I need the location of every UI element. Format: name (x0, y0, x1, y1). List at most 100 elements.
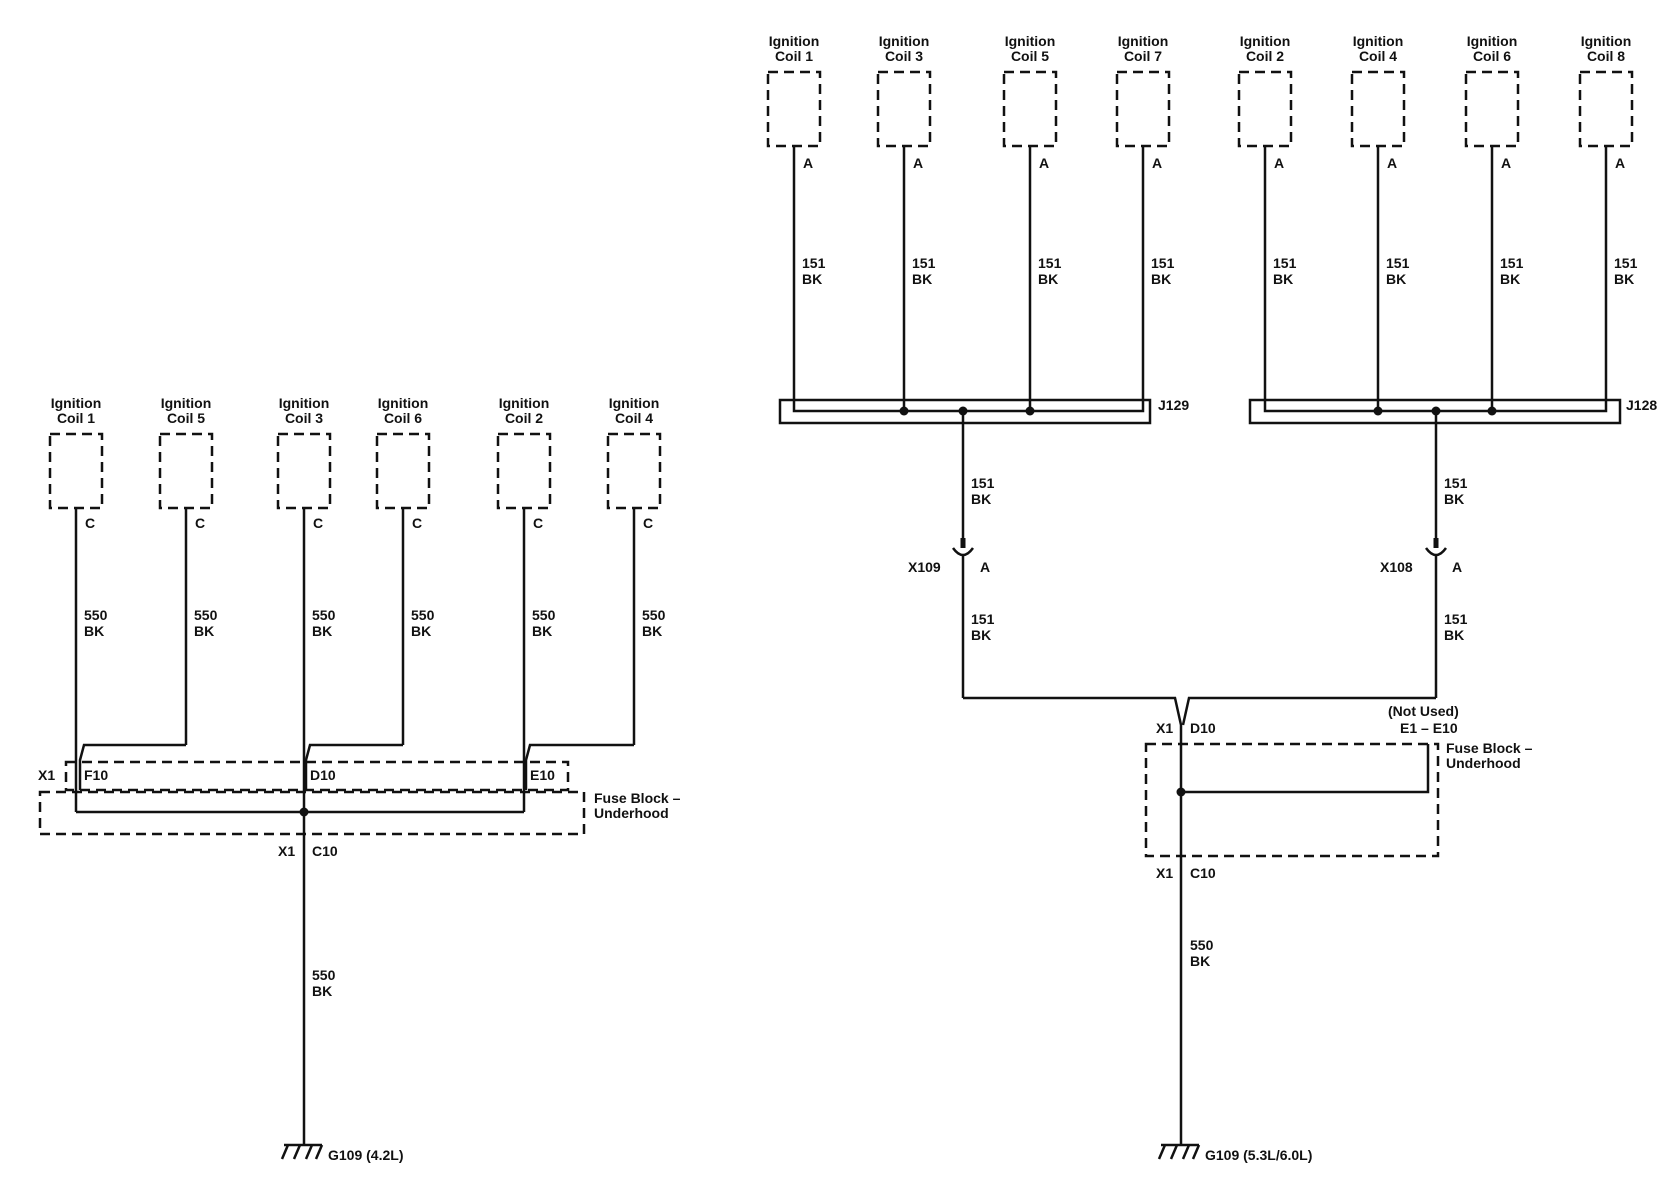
connector-x1 (64, 760, 570, 792)
circuit-number: 550 (411, 607, 435, 623)
wire-color: BK (971, 491, 991, 507)
pin-label: A (1039, 155, 1049, 171)
splice-label: J129 (1158, 397, 1189, 413)
pin-label: C (195, 515, 205, 531)
fuse-block-label: Fuse Block – (594, 790, 681, 806)
circuit-number: 151 (912, 255, 936, 271)
fuse-block-label: Underhood (594, 805, 669, 821)
wire-color: BK (1190, 953, 1210, 969)
coil-label: Ignition (279, 395, 330, 411)
connector-label: X1 (1156, 720, 1173, 736)
splice-dot (1373, 406, 1383, 416)
circuit-number: 550 (532, 607, 556, 623)
wire-color: BK (1386, 271, 1406, 287)
pin-label: A (803, 155, 813, 171)
inline-connector-x109 (951, 538, 975, 557)
splice-pack-j129 (778, 398, 1152, 425)
pin-label: C (643, 515, 653, 531)
connector-label: X1 (38, 767, 55, 783)
wire (1181, 696, 1436, 726)
splice-dot (1487, 406, 1497, 416)
inline-connector-x108 (1424, 538, 1448, 557)
pin-label: C (85, 515, 95, 531)
wire-color: BK (642, 623, 662, 639)
splice-dot (299, 807, 309, 817)
circuit-number: 151 (1614, 255, 1638, 271)
wire-color: BK (1444, 491, 1464, 507)
circuit-number: 550 (1190, 937, 1214, 953)
splice-dot (1025, 406, 1035, 416)
pin-label: A (1152, 155, 1162, 171)
wire-color: BK (194, 623, 214, 639)
circuit-number: 151 (802, 255, 826, 271)
fuse-block-label: Underhood (1446, 755, 1521, 771)
coil-label: Ignition (1005, 33, 1056, 49)
coil-label: Coil 2 (505, 410, 543, 426)
coil-label: Coil 7 (1124, 48, 1162, 64)
ground-label: G109 (5.3L/6.0L) (1205, 1147, 1312, 1163)
coil-label: Ignition (1240, 33, 1291, 49)
coil-label: Coil 4 (1359, 48, 1397, 64)
wire-color: BK (411, 623, 431, 639)
bus-wire (1181, 744, 1430, 794)
coil-label: Coil 4 (615, 410, 653, 426)
cavity-range-label: E1 – E10 (1400, 720, 1458, 736)
splice-dot (899, 406, 909, 416)
wire-color: BK (1500, 271, 1520, 287)
pin-label: A (1387, 155, 1397, 171)
coil-label: Ignition (1118, 33, 1169, 49)
wire-color: BK (84, 623, 104, 639)
wire-color: BK (1444, 627, 1464, 643)
coil-label: Ignition (769, 33, 820, 49)
coil-label: Ignition (499, 395, 550, 411)
wire-color: BK (971, 627, 991, 643)
coil-label: Coil 5 (1011, 48, 1049, 64)
pin-label: A (1615, 155, 1625, 171)
cavity-label: D10 (1190, 720, 1216, 736)
ignition-coil-box (1002, 70, 1058, 148)
coil-label: Ignition (51, 395, 102, 411)
connector-label: X1 (278, 843, 295, 859)
ignition-coil-box (1350, 70, 1406, 148)
wire-color: BK (1614, 271, 1634, 287)
coil-label: Coil 2 (1246, 48, 1284, 64)
coil-label: Ignition (1353, 33, 1404, 49)
coil-label: Coil 5 (167, 410, 205, 426)
coil-label: Coil 3 (285, 410, 323, 426)
coil-label: Ignition (879, 33, 930, 49)
connector-label: X109 (908, 559, 941, 575)
coil-label: Ignition (1467, 33, 1518, 49)
circuit-number: 550 (194, 607, 218, 623)
circuit-number: 550 (312, 607, 336, 623)
ground-icon (1157, 1143, 1201, 1160)
ignition-coil-box (276, 432, 332, 510)
cavity-label: D10 (310, 767, 336, 783)
coil-label: Ignition (1581, 33, 1632, 49)
wire-color: BK (802, 271, 822, 287)
fuse-block-underhood (38, 790, 586, 836)
circuit-number: 550 (84, 607, 108, 623)
pin-label: C (412, 515, 422, 531)
connector-label: X108 (1380, 559, 1413, 575)
right-diagram: Ignition Coil 1 Ignition Coil 3 Ignition… (766, 33, 1657, 1163)
wire (78, 743, 186, 790)
pin-label: C (313, 515, 323, 531)
wire-color: BK (1038, 271, 1058, 287)
ground-label: G109 (4.2L) (328, 1147, 403, 1163)
wire (963, 696, 1183, 1145)
left-diagram: Ignition Coil 1 Ignition Coil 5 Ignition… (38, 395, 681, 1163)
ignition-coil-box (158, 432, 214, 510)
pin-label: A (980, 559, 990, 575)
wire (304, 743, 403, 790)
ignition-coil-box (1115, 70, 1171, 148)
pin-label: A (1501, 155, 1511, 171)
wire-color: BK (912, 271, 932, 287)
circuit-number: 151 (1151, 255, 1175, 271)
wire-color: BK (1151, 271, 1171, 287)
coil-label: Coil 6 (1473, 48, 1511, 64)
circuit-number: 151 (971, 475, 995, 491)
pin-label: A (1274, 155, 1284, 171)
wire-color: BK (532, 623, 552, 639)
pin-label: A (1452, 559, 1462, 575)
circuit-number: 151 (971, 611, 995, 627)
